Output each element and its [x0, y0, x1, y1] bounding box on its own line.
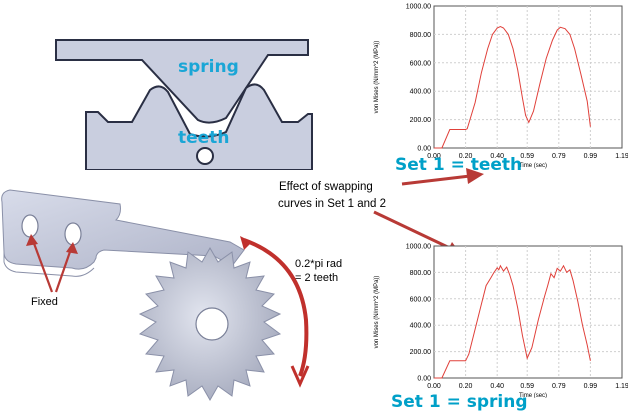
- arrow-to-top-caption: [401, 174, 471, 186]
- spring-teeth-section: [55, 39, 313, 170]
- arrow-to-bottom-chart: [373, 210, 455, 252]
- x-tick-label: 0.40: [490, 383, 504, 390]
- rotation-label-line2: = 2 teeth: [295, 272, 339, 284]
- x-tick-label: 1.19: [615, 153, 628, 160]
- y-tick-label: 200.00: [410, 349, 432, 356]
- x-tick-label: 0.00: [427, 383, 441, 390]
- chart-bottom: 0.00 200.00 400.00 600.00 800.00 1000.00 0.00 0…: [374, 244, 628, 399]
- x-tick-label: 0.99: [584, 383, 598, 390]
- y-tick-label: 800.00: [410, 32, 432, 39]
- y-tick-label: 0.00: [417, 146, 431, 153]
- rotation-arrow: [243, 238, 309, 377]
- x-tick-label: 0.99: [584, 153, 598, 160]
- y-tick-label: 800.00: [410, 270, 432, 277]
- series-line: [434, 264, 591, 379]
- plot-area: [433, 5, 623, 149]
- y-tick-label: 1000.00: [406, 244, 431, 251]
- y-axis-label: von Mises (N/mm^2 (MPa)): [374, 276, 380, 349]
- effect-label-line1: Effect of swapping: [279, 181, 373, 193]
- y-tick-label: 1000.00: [406, 4, 431, 11]
- x-tick-label: 0.40: [490, 153, 504, 160]
- fixed-arrow-1: [30, 237, 54, 293]
- x-axis-label: Time (sec): [519, 163, 547, 169]
- x-tick-label: 1.19: [615, 383, 628, 390]
- rotation-label-line1: 0.2*pi rad: [295, 258, 343, 270]
- chart-top: 0.00 200.00 400.00 600.00 800.00 1000.00 0.00 0…: [374, 4, 628, 170]
- plot-area: [433, 245, 623, 379]
- x-tick-label: 0.79: [552, 383, 566, 390]
- x-tick-label: 0.79: [552, 153, 566, 160]
- teeth-part: [85, 83, 313, 170]
- spring-label: spring: [178, 57, 239, 77]
- y-tick-label: 600.00: [410, 296, 432, 303]
- caption-bottom: Set 1 = spring: [391, 392, 528, 412]
- x-axis-label: Time (sec): [519, 393, 547, 398]
- gear-hole: [195, 307, 229, 341]
- caption-top: Set 1 = teeth: [395, 155, 523, 175]
- lever-arm: [1, 189, 245, 270]
- effect-label-line2: curves in Set 1 and 2: [278, 198, 387, 210]
- y-axis-label: von Mises (N/mm^2 (MPa)): [374, 41, 380, 114]
- spring-part: [55, 39, 309, 124]
- teeth-hole: [196, 147, 214, 165]
- x-tick-label: 0.59: [520, 153, 534, 160]
- y-tick-label: 600.00: [410, 60, 432, 67]
- mechanism-model: [1, 189, 310, 402]
- y-tick-label: 400.00: [410, 323, 432, 330]
- x-tick-label: 0.00: [427, 153, 441, 160]
- series-line: [434, 26, 591, 149]
- x-tick-label: 0.20: [459, 383, 473, 390]
- y-tick-label: 0.00: [417, 376, 431, 383]
- teeth-label: teeth: [178, 128, 230, 148]
- x-tick-label: 0.20: [459, 153, 473, 160]
- y-tick-label: 200.00: [410, 117, 432, 124]
- y-tick-label: 400.00: [410, 89, 432, 96]
- fixed-arrow-2: [54, 245, 74, 293]
- x-tick-label: 0.59: [520, 383, 534, 390]
- fixed-label: Fixed: [31, 296, 58, 308]
